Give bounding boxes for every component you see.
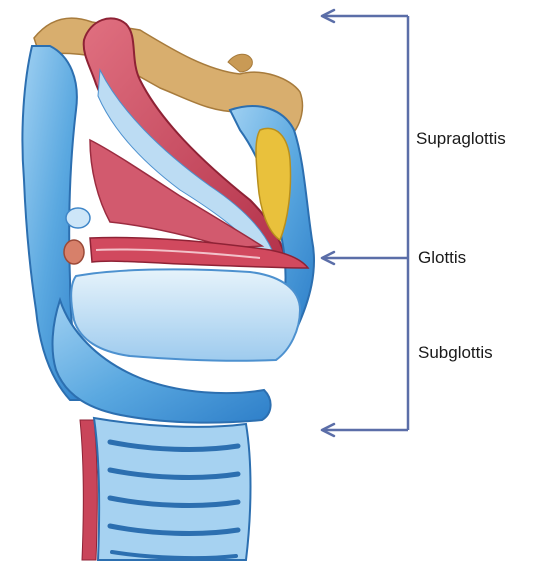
trachea bbox=[94, 418, 251, 560]
subglottis-label: Subglottis bbox=[418, 344, 493, 361]
glottis-label: Glottis bbox=[418, 249, 466, 266]
region-bracket bbox=[322, 16, 408, 430]
supraglottis-label: Supraglottis bbox=[416, 130, 506, 147]
subglottis-region bbox=[71, 269, 300, 360]
